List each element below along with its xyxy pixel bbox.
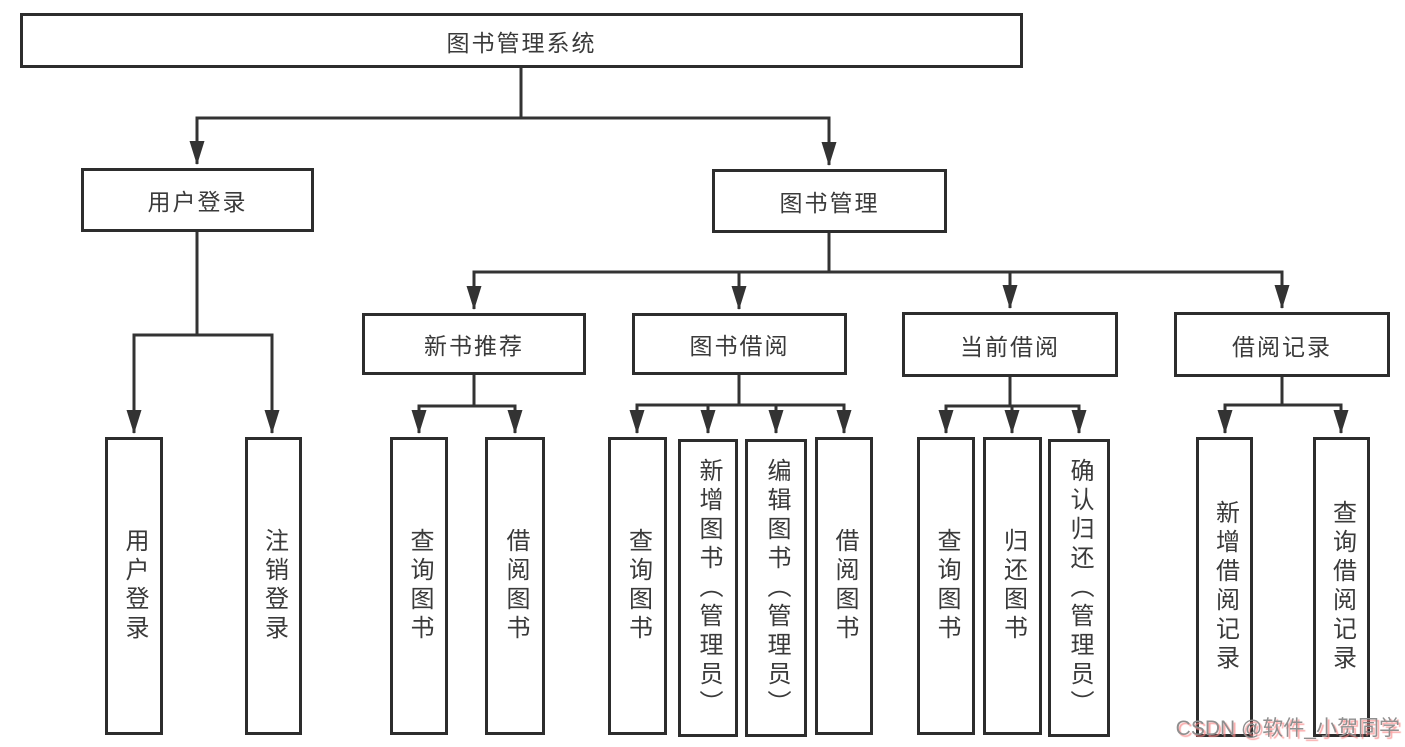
leaf-borrow-borrow-books: 借阅图书 bbox=[815, 437, 873, 735]
node-borrow-records-label: 借阅记录 bbox=[1232, 333, 1332, 360]
leaf-newrec-borrow-books: 借阅图书 bbox=[485, 437, 545, 735]
node-new-book-recommend-label: 新书推荐 bbox=[424, 333, 524, 359]
node-root: 图书管理系统 bbox=[20, 13, 1023, 68]
leaf-current-confirm-return-admin-label: 确认归还（管理员） bbox=[1066, 457, 1093, 719]
leaf-borrow-borrow-books-label: 借阅图书 bbox=[831, 528, 858, 644]
leaf-records-add-record-label: 新增借阅记录 bbox=[1211, 500, 1239, 674]
csdn-watermark: CSDN @软件_小贺同学 bbox=[1175, 717, 1400, 740]
connector-group bbox=[126, 68, 1349, 434]
leaf-newrec-borrow-books-label: 借阅图书 bbox=[502, 528, 529, 644]
node-current-borrow: 当前借阅 bbox=[902, 312, 1118, 377]
node-new-book-recommend: 新书推荐 bbox=[362, 313, 586, 375]
leaf-borrow-add-books-admin: 新增图书（管理员） bbox=[678, 439, 738, 737]
leaf-current-query-books-label: 查询图书 bbox=[933, 528, 960, 644]
leaf-newrec-query-books-label: 查询图书 bbox=[406, 528, 433, 644]
leaf-records-query-record-label: 查询借阅记录 bbox=[1328, 500, 1356, 674]
leaf-borrow-edit-books-admin-label: 编辑图书（管理员） bbox=[763, 457, 790, 719]
node-current-borrow-label: 当前借阅 bbox=[960, 333, 1060, 360]
leaf-user-login: 用户登录 bbox=[105, 437, 163, 735]
leaf-borrow-add-books-admin-label: 新增图书（管理员） bbox=[695, 457, 722, 719]
node-book-management-label: 图书管理 bbox=[779, 190, 880, 216]
leaf-records-query-record: 查询借阅记录 bbox=[1313, 437, 1370, 737]
leaf-current-query-books: 查询图书 bbox=[917, 437, 975, 735]
leaf-borrow-edit-books-admin: 编辑图书（管理员） bbox=[745, 439, 807, 737]
node-user-login-label: 用户登录 bbox=[147, 189, 248, 215]
leaf-borrow-query-books: 查询图书 bbox=[608, 437, 667, 735]
node-book-borrow-label: 图书借阅 bbox=[689, 333, 790, 359]
leaf-user-login-label: 用户登录 bbox=[121, 528, 148, 644]
node-root-label: 图书管理系统 bbox=[446, 29, 597, 56]
leaf-current-confirm-return-admin: 确认归还（管理员） bbox=[1048, 439, 1110, 737]
leaf-records-add-record: 新增借阅记录 bbox=[1196, 437, 1253, 737]
node-book-management: 图书管理 bbox=[712, 169, 947, 233]
leaf-newrec-query-books: 查询图书 bbox=[390, 437, 448, 735]
node-book-borrow: 图书借阅 bbox=[632, 313, 847, 375]
leaf-logout-label: 注销登录 bbox=[260, 528, 288, 644]
leaf-current-return-books: 归还图书 bbox=[983, 437, 1042, 735]
node-borrow-records: 借阅记录 bbox=[1174, 312, 1390, 377]
node-user-login: 用户登录 bbox=[81, 168, 314, 232]
leaf-logout: 注销登录 bbox=[245, 437, 302, 735]
leaf-current-return-books-label: 归还图书 bbox=[999, 528, 1027, 644]
leaf-borrow-query-books-label: 查询图书 bbox=[624, 528, 652, 644]
